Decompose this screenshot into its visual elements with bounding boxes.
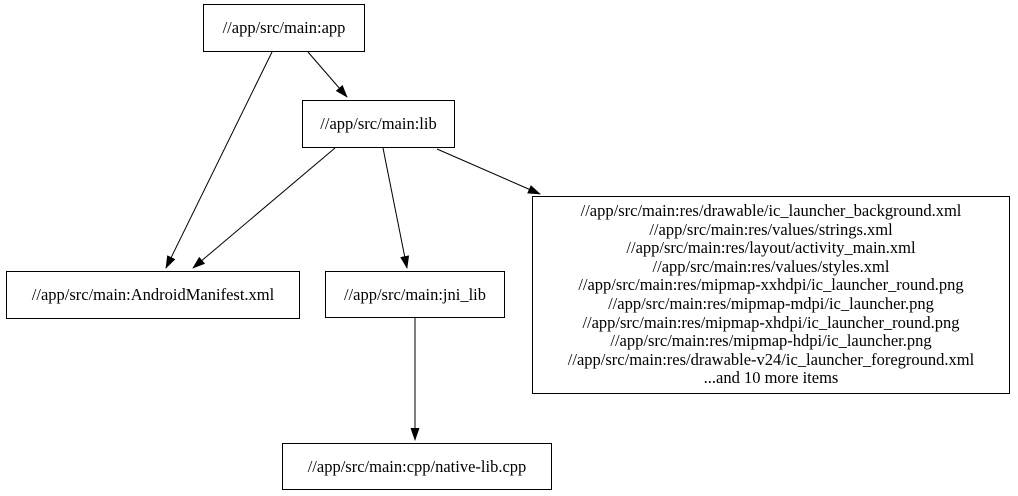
node-app-target: //app/src/main:app (203, 4, 365, 52)
res-group-more-items: ...and 10 more items (703, 368, 839, 388)
res-group-line: //app/src/main:res/drawable/ic_launcher_… (580, 201, 962, 221)
res-group-line: //app/src/main:res/mipmap-xxhdpi/ic_laun… (578, 275, 964, 295)
edge-lib-to-res-group (436, 148, 541, 195)
res-group-line: //app/src/main:res/drawable-v24/ic_launc… (567, 349, 975, 369)
res-group-line: //app/src/main:res/layout/activity_main.… (626, 238, 916, 258)
res-group-line: //app/src/main:res/mipmap-xhdpi/ic_launc… (582, 312, 960, 332)
res-group-line: //app/src/main:res/mipmap-hdpi/ic_launch… (610, 331, 932, 351)
node-lib-target: //app/src/main:lib (302, 100, 455, 148)
node-res-group: //app/src/main:res/drawable/ic_launcher_… (532, 196, 1010, 394)
node-native-lib-cpp-label: //app/src/main:cpp/native-lib.cpp (307, 456, 527, 476)
node-lib-label: //app/src/main:lib (320, 114, 437, 133)
node-android-manifest-label: //app/src/main:AndroidManifest.xml (31, 285, 275, 304)
edge-app-to-lib (307, 51, 348, 98)
node-native-lib-cpp: //app/src/main:cpp/native-lib.cpp (282, 443, 552, 490)
edge-lib-to-jni-lib (382, 147, 410, 269)
node-jni-lib: //app/src/main:jni_lib (325, 271, 505, 318)
res-group-line: //app/src/main:res/values/strings.xml (649, 219, 893, 239)
edge-app-to-android-manifest (165, 51, 273, 269)
edge-lib-to-android-manifest (192, 147, 336, 269)
node-jni-lib-label: //app/src/main:jni_lib (343, 284, 487, 304)
res-group-line: //app/src/main:res/values/styles.xml (652, 256, 890, 276)
node-android-manifest: //app/src/main:AndroidManifest.xml (6, 271, 300, 319)
node-app-label: //app/src/main:app (222, 18, 346, 37)
res-group-line: //app/src/main:res/mipmap-mdpi/ic_launch… (608, 294, 934, 313)
